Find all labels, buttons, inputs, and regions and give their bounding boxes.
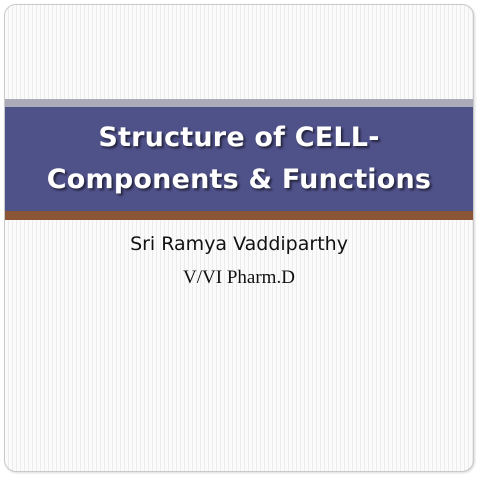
title-top-stripe (5, 99, 473, 107)
slide: Structure of CELL- Components & Function… (4, 4, 474, 472)
title-band: Structure of CELL- Components & Function… (5, 107, 473, 211)
slide-title: Structure of CELL- Components & Function… (46, 122, 432, 195)
course-label: V/VI Pharm.D (183, 267, 295, 288)
title-bottom-stripe (5, 211, 473, 220)
author-name: Sri Ramya Vaddiparthy (130, 233, 348, 255)
